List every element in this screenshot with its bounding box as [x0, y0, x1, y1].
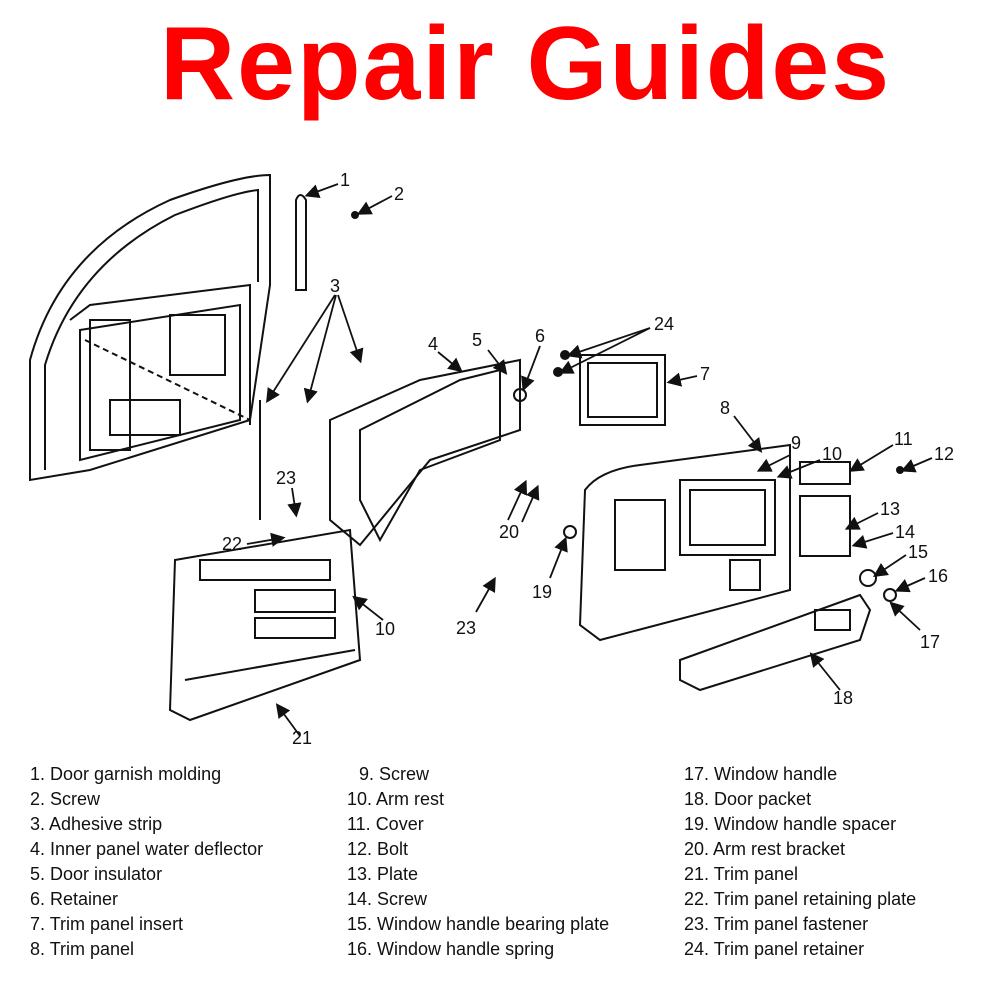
garnish-molding: [295, 194, 307, 291]
callout-1: 1: [340, 170, 350, 190]
legend-item: 21. Trim panel: [684, 864, 799, 884]
legend-item: 24. Trim panel retainer: [684, 939, 865, 959]
legend-item: 19. Window handle spacer: [684, 814, 897, 834]
callout-24: 24: [654, 314, 674, 334]
legend-item: 4. Inner panel water deflector: [30, 839, 264, 859]
callout-21: 21: [292, 728, 312, 748]
legend-item: 9. Screw: [359, 764, 430, 784]
door-shell: [29, 173, 271, 482]
legend-item: 3. Adhesive strip: [30, 814, 163, 834]
callout-10: 10: [822, 444, 842, 464]
callout-23a: 23: [276, 468, 296, 488]
legend-item: 15. Window handle bearing plate: [347, 914, 610, 934]
callout-13: 13: [880, 499, 900, 519]
legend-item: 14. Screw: [347, 889, 428, 909]
callout-22: 22: [222, 534, 242, 554]
door-insulator: [359, 368, 501, 543]
door-packet: [679, 593, 872, 692]
legend-item: 8. Trim panel: [30, 939, 135, 959]
callout-8: 8: [720, 398, 730, 418]
leader-lines: [246, 183, 933, 737]
legend-item: 23. Trim panel fastener: [684, 914, 869, 934]
legend-item: 2. Screw: [30, 789, 101, 809]
legend-column-2: 9. Screw 10. Arm rest 11. Cover 12. Bolt…: [347, 762, 609, 962]
page-title: Repair Guides: [160, 6, 892, 122]
legend-item: 6. Retainer: [30, 889, 119, 909]
callout-23b: 23: [456, 618, 476, 638]
callout-9: 9: [791, 433, 801, 453]
legend-item: 1. Door garnish molding: [30, 764, 222, 784]
legend-column-1: 1. Door garnish molding 2. Screw 3. Adhe…: [30, 762, 263, 962]
legend-item: 11. Cover: [347, 814, 424, 834]
callout-18: 18: [833, 688, 853, 708]
callout-6: 6: [535, 326, 545, 346]
callout-20: 20: [499, 522, 519, 542]
callout-15: 15: [908, 542, 928, 562]
legend-item: 5. Door insulator: [30, 864, 163, 884]
left-trim-panel: [168, 528, 362, 722]
trim-panel-insert: [579, 354, 666, 426]
callout-2: 2: [394, 184, 404, 204]
legend-item: 20. Arm rest bracket: [684, 839, 846, 859]
legend-item: 13. Plate: [347, 864, 419, 884]
legend-item: 10. Arm rest: [347, 789, 445, 809]
legend-item: 22. Trim panel retaining plate: [684, 889, 917, 909]
callout-10b: 10: [375, 619, 395, 639]
legend-item: 12. Bolt: [347, 839, 409, 859]
legend-item: 16. Window handle spring: [347, 939, 555, 959]
right-trim-panel: [578, 443, 851, 642]
callout-16: 16: [928, 566, 948, 586]
callout-11: 11: [894, 429, 913, 449]
callout-7: 7: [700, 364, 710, 384]
legend-item: 18. Door packet: [684, 789, 812, 809]
callout-14: 14: [895, 522, 915, 542]
legend-item: 17. Window handle: [684, 764, 838, 784]
water-deflector: [259, 358, 521, 547]
callout-labels: 1 2 3 4 5 6 7 8 9 10 11 12 13 14 15 16 1…: [222, 170, 954, 748]
callout-12: 12: [934, 444, 954, 464]
callout-4: 4: [428, 334, 438, 354]
callout-3: 3: [330, 276, 340, 296]
small-parts: [351, 211, 904, 602]
legend-item: 7. Trim panel insert: [30, 914, 184, 934]
callout-5: 5: [472, 330, 482, 350]
callout-19: 19: [532, 582, 552, 602]
legend-column-3: 17. Window handle 18. Door packet 19. Wi…: [684, 762, 916, 962]
callout-17: 17: [920, 632, 940, 652]
